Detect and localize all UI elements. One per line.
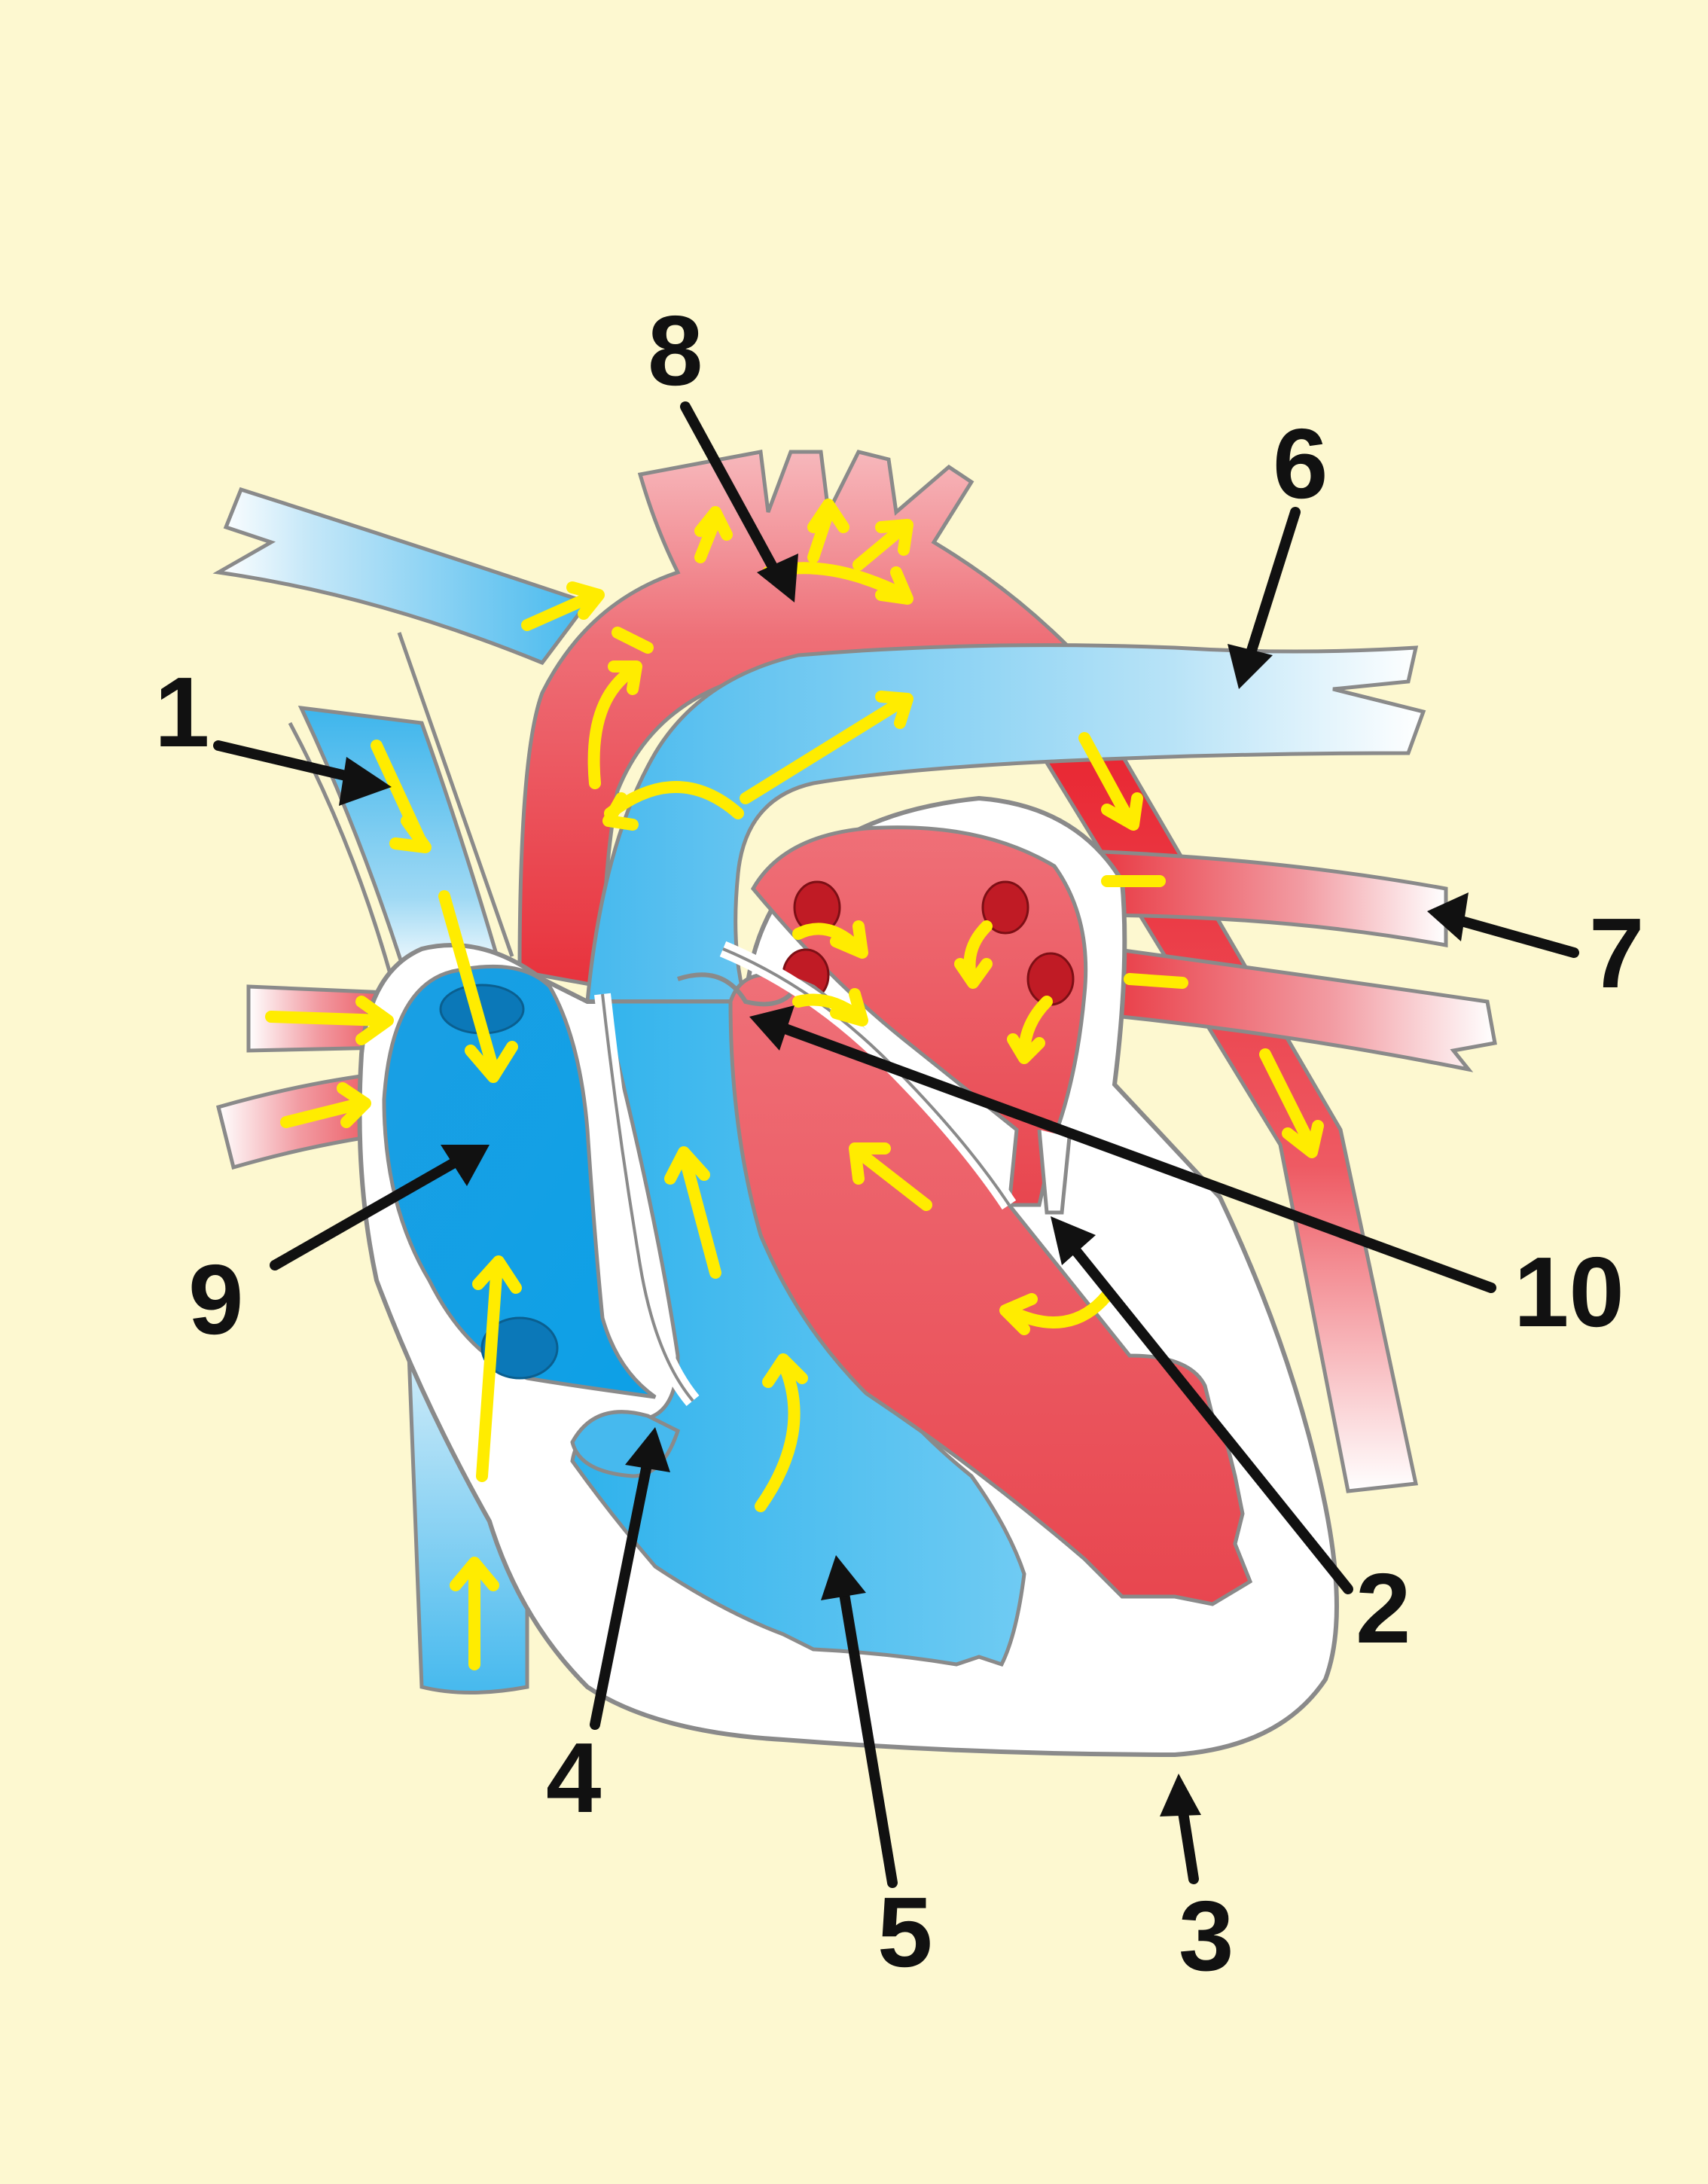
label-6: 6 bbox=[1273, 408, 1328, 519]
label-3: 3 bbox=[1179, 1880, 1234, 1991]
mitral-valve bbox=[1037, 1129, 1072, 1215]
right-atrium bbox=[382, 964, 657, 1399]
sinus-venosus-opening-lower bbox=[480, 1316, 559, 1380]
label-8: 8 bbox=[648, 295, 703, 406]
pulmonary-artery bbox=[585, 643, 1426, 1004]
pulmonary-vein-lower-right bbox=[1082, 943, 1497, 1072]
aortic-arch bbox=[517, 450, 1080, 989]
label-5: 5 bbox=[877, 1877, 933, 1987]
semilunar-valve bbox=[677, 972, 793, 1007]
label-7: 7 bbox=[1589, 898, 1645, 1008]
label-pointer-arrows bbox=[213, 401, 1579, 1888]
label-1: 1 bbox=[154, 657, 210, 767]
label-10: 10 bbox=[1514, 1237, 1624, 1347]
pulmonary-vein-upper-right bbox=[1082, 849, 1448, 947]
label-4: 4 bbox=[546, 1722, 602, 1833]
label-9: 9 bbox=[188, 1244, 244, 1355]
left-pulmonary-artery bbox=[212, 487, 591, 666]
label-2: 2 bbox=[1356, 1553, 1411, 1664]
